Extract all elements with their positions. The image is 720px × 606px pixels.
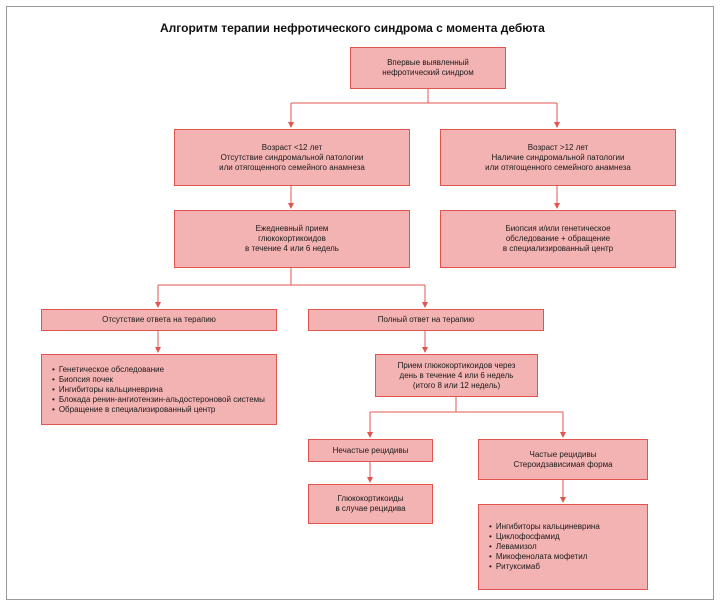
connector-start-split bbox=[291, 89, 557, 104]
list-item: Ритуксимаб bbox=[489, 562, 600, 572]
list-item: Генетическое обследование bbox=[52, 365, 265, 375]
box-gc-relapse: Глюкокортикоиды в случае рецидива bbox=[308, 484, 433, 524]
list-item: Циклофосфамид bbox=[489, 532, 600, 542]
connector-daily-split bbox=[158, 268, 425, 286]
box-age-under-12: Возраст <12 лет Отсутствие синдромальной… bbox=[174, 129, 410, 186]
box-biopsy: Биопсия и/или генетическое обследование … bbox=[440, 210, 676, 268]
box-start: Впервые выявленный нефротический синдром bbox=[350, 47, 506, 89]
list-item: Обращение в специализированный центр bbox=[52, 405, 265, 415]
diagram-frame bbox=[6, 6, 714, 600]
list-item: Ингибиторы кальциневрина bbox=[489, 522, 600, 532]
connector-alt-split bbox=[370, 397, 563, 413]
box-daily-gc: Ежедневный прием глюкокортикоидов в тече… bbox=[174, 210, 410, 268]
box-age-over-12: Возраст >12 лет Наличие синдромальной па… bbox=[440, 129, 676, 186]
box-no-response-list: Генетическое обследование Биопсия почек … bbox=[41, 354, 277, 425]
box-full-response: Полный ответ на терапию bbox=[308, 309, 544, 331]
box-alt-day-gc: Прием глюкокортикоидов через день в тече… bbox=[375, 354, 538, 397]
box-no-response: Отсутствие ответа на терапию bbox=[41, 309, 277, 331]
list-item: Левамизол bbox=[489, 542, 600, 552]
box-frequent-list: Ингибиторы кальциневрина Циклофосфамид Л… bbox=[478, 504, 648, 590]
list-item: Блокада ренин-ангиотензин-альдостероново… bbox=[52, 395, 265, 405]
list-item: Биопсия почек bbox=[52, 375, 265, 385]
box-rare-relapse: Нечастые рецидивы bbox=[308, 439, 433, 462]
list-item: Микофенолата мофетил bbox=[489, 552, 600, 562]
box-frequent-relapse: Частые рецидивы Стероидзависимая форма bbox=[478, 439, 648, 480]
list-item: Ингибиторы кальциневрина bbox=[52, 385, 265, 395]
diagram-title: Алгоритм терапии нефротического синдрома… bbox=[160, 21, 545, 35]
